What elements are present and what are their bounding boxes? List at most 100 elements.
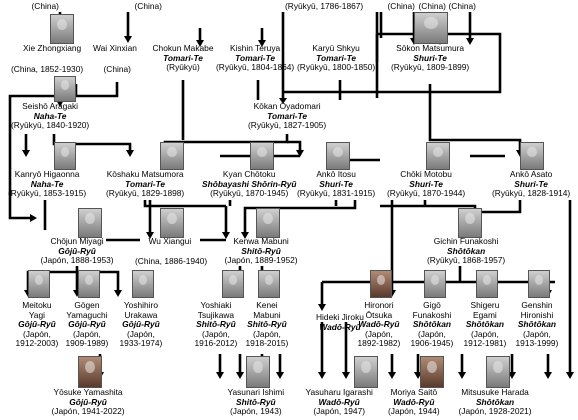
node-wai-xinxian: Wai Xinxian [93,43,137,54]
node-origin-dates: (Ryūkyū, 1809-1899) [391,62,470,73]
portrait-gogen-yamaguchi [78,270,100,298]
portrait-kyan-chotoku [250,142,274,170]
node-name-line: Kyan Chōtoku [222,169,276,179]
node-origin-dates: (Japón, [417,328,446,339]
node-china-1852: (China, 1852-1930) [11,64,83,75]
node-origin-dates: (Ryūkyū, 1828-1914) [492,188,571,199]
portrait-kenwa-mabuni [256,208,280,238]
node-style: Tomari-Te [316,52,357,63]
node-style: Shitō-Ryū [196,319,236,330]
portrait-chojun-miyagi [78,208,102,238]
node-name-line: Genshin [521,300,553,310]
node-name-line: Kōkan Ōyadomari [253,101,321,111]
node-name-line: Yoshiaki [200,300,232,310]
node-origin-dates: 1909-1989) [65,338,109,349]
node-origin-dates: (Japón, [201,328,230,339]
node-name-line: Shigeru [470,300,500,310]
node-name-line: Funakoshi [412,309,452,320]
portrait-sokon-matsumura [414,12,448,44]
node-name-line: Tsujikawa [197,309,235,320]
node-name-line: Hironori [364,300,394,310]
node-name-line: Moriya Saitō [390,387,438,397]
portrait-koshaku-matsumora [160,142,184,170]
portrait-choki-motobu [426,142,450,170]
node-name-line: Mabuni [253,309,281,320]
node-origin-dates: 1906-1945) [410,338,454,349]
node-origin-dates: 1912-1981) [463,338,507,349]
node-style: Tomari-Te [235,52,276,63]
node-origin-dates: (Ryūkyū, 1853-1915) [8,188,87,199]
node-name-line: (China, 1886-1940) [135,256,208,266]
node-origin-dates: (Japón, 1888-1953) [40,255,114,266]
node-origin-dates: (Ryūkyū, 1829-1898) [106,188,185,199]
node-name-line: Egami [473,309,497,320]
node-origin-dates: (Ryūkyū) [166,62,200,73]
node-style: Shōtōkan [475,396,515,407]
node-origin-dates: (Ryūkyū, 1800-1850) [297,62,376,73]
node-style: Gōjū-Ryū [58,245,96,256]
node-origin-dates: 1933-1974) [119,338,163,349]
node-style: Naha-Te [33,110,67,121]
node-name-line: Yamaguchi [66,309,108,320]
node-name-line: Meitoku [22,300,52,310]
node-style: Gōjū-Ryū [122,319,160,330]
node-top-china-2: (China) [135,1,162,12]
node-name-line: Yasuharu Igarashi [305,387,373,397]
node-origin-dates: (Japón, 1943) [229,406,282,417]
portrait-yoshiaki-tsujikawa [222,270,244,298]
portrait-mitsusuke-harada [486,356,510,388]
node-origin-dates: (Ryūkyū, 1840-1920) [11,120,90,131]
node-name-line: Hideki Jiroku [316,312,364,322]
node-top-china-3: (China) [387,1,415,12]
node-style: Shitō-Ryū [247,319,287,330]
node-name-line: Xie Zhongxiang [23,43,82,53]
node-origin-dates: 1918-2015) [245,338,289,349]
node-style: Shuri-Te [319,178,353,189]
node-name-line: Seishō Aragaki [22,101,79,111]
node-origin-dates: (Japón, 1947) [313,406,366,417]
node-origin-dates: (Ryūkyū, 1804-1864) [216,62,295,73]
node-origin-dates: (Japón, 1944) [388,406,440,417]
node-style: Tomari-Te [267,110,308,121]
node-origin-dates: (Japón, [522,328,551,339]
node-style: Shōtōkan [412,319,451,330]
node-top-china-4: (China) [419,1,446,12]
node-name-line: Urakawa [124,309,158,320]
node-style: Wadō-Ryū [318,396,360,407]
node-name-line: Gōgen [74,300,100,310]
node-name-line: Ankō Itosu [316,169,356,179]
node-style: Wadō-Ryū [358,319,400,330]
node-origin-dates: 1916-2012) [194,338,238,349]
portrait-gigo-funakoshi [424,270,446,298]
node-style: Tomari-Te [125,178,166,189]
node-name-line: Kōshaku Matsumora [106,169,184,179]
node-style: Shōtōkan [517,319,556,330]
node-style: Shōbayashi Shōrin-Ryū [202,178,297,189]
portrait-seisho-aragaki [54,76,76,102]
node-name-line: Chōjun Miyagi [50,236,104,246]
node-origin-dates: (Japón, 1928-2021) [458,406,532,417]
portrait-meitoku-yagi [28,270,50,298]
node-name-line: (China) [387,1,415,11]
node-name-line: Kenwa Mabuni [233,236,289,246]
node-style: Shitō-Ryū [236,396,276,407]
node-name-line: Kishin Teruya [230,43,281,53]
node-style: Shōtōkan [465,319,504,330]
node-origin-dates: (Ryūkyū, 1870-1944) [387,188,466,199]
node-wu-xiangui: Wu Xiangui [149,236,192,247]
portrait-yosuke-yamashita [78,356,102,388]
node-top-china-1: (China) [32,1,59,12]
